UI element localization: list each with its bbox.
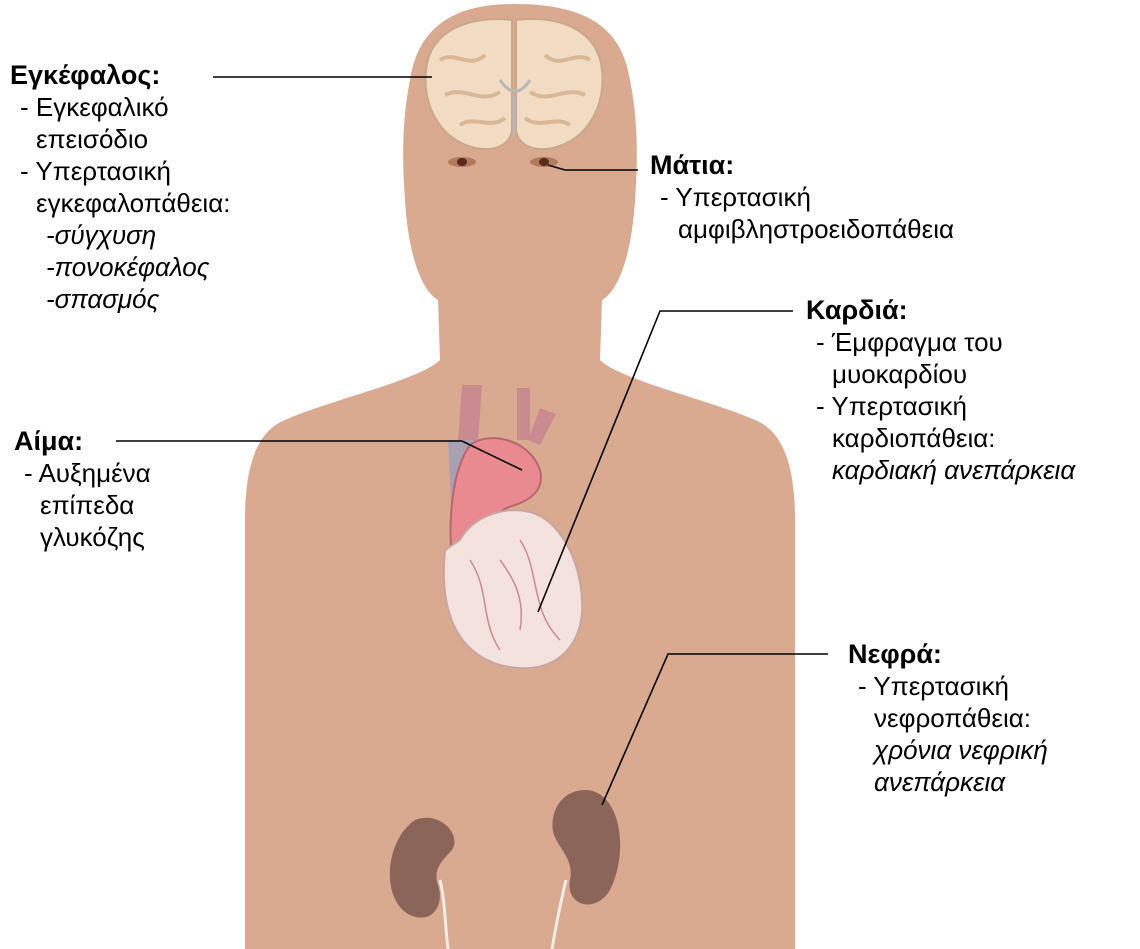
heart-line-3: - Υπερτασική: [806, 390, 1075, 422]
brain-line-6: -πονοκέφαλος: [10, 251, 230, 283]
brain-line-4: εγκεφαλοπάθεια:: [10, 187, 230, 219]
heart-title: Καρδιά:: [806, 294, 1075, 326]
blood-line-3: γλυκόζης: [14, 521, 151, 553]
kidneys-line-1: - Υπερτασική: [848, 670, 1048, 702]
heart-line-1: - Έμφραγμα του: [806, 326, 1075, 358]
heart-line-4: καρδιοπάθεια:: [806, 422, 1075, 454]
brain-line-1: - Εγκεφαλικό: [10, 91, 230, 123]
brain-line-2: επεισόδιο: [10, 123, 230, 155]
blood-title: Αίμα:: [14, 425, 151, 457]
brain-line-3: - Υπερτασική: [10, 155, 230, 187]
kidneys-line-3: χρόνια νεφρική: [848, 734, 1048, 766]
kidneys-title: Νεφρά:: [848, 638, 1048, 670]
brain-title: Εγκέφαλος:: [10, 59, 230, 91]
blood-label: Αίμα: - Αυξημένα επίπεδα γλυκόζης: [14, 425, 151, 553]
eyes-line-2: αμφιβληστροειδοπάθεια: [650, 213, 954, 245]
eyes-line-1: - Υπερτασική: [650, 181, 954, 213]
brain-line-5: -σύγχυση: [10, 219, 230, 251]
eyes-label: Μάτια: - Υπερτασική αμφιβληστροειδοπάθει…: [650, 149, 954, 245]
kidneys-line-2: νεφροπάθεια:: [848, 702, 1048, 734]
heart-label: Καρδιά: - Έμφραγμα του μυοκαρδίου - Υπερ…: [806, 294, 1075, 486]
eyes-title: Μάτια:: [650, 149, 954, 181]
heart-line-2: μυοκαρδίου: [806, 358, 1075, 390]
blood-line-1: - Αυξημένα: [14, 457, 151, 489]
heart-line-5: καρδιακή ανεπάρκεια: [806, 454, 1075, 486]
kidneys-label: Νεφρά: - Υπερτασική νεφροπάθεια: χρόνια …: [848, 638, 1048, 798]
brain-line-7: -σπασμός: [10, 283, 230, 315]
brain-label: Εγκέφαλος: - Εγκεφαλικό επεισόδιο - Υπερ…: [10, 59, 230, 315]
blood-line-2: επίπεδα: [14, 489, 151, 521]
kidneys-line-4: ανεπάρκεια: [848, 766, 1048, 798]
